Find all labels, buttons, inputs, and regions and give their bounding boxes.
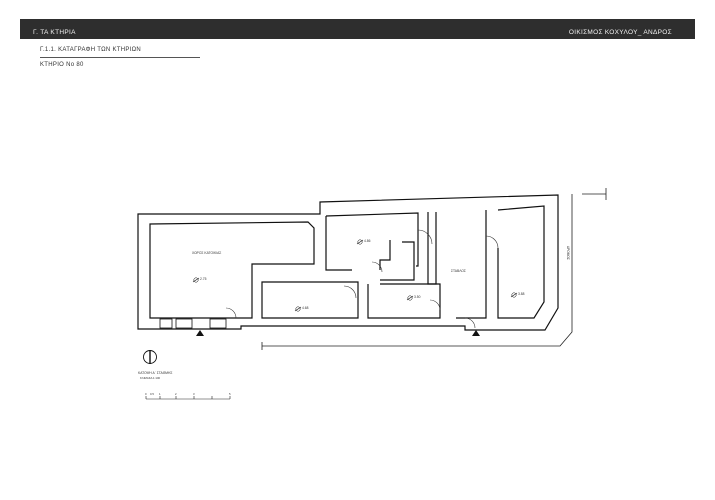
- scale-label-4: 3: [193, 392, 195, 396]
- scale-label-0: 0: [145, 392, 147, 396]
- room-upper-mid-level: 4.86: [364, 239, 371, 243]
- scale-label-3: 2: [175, 392, 177, 396]
- room-lower-mid-level: 4.68: [302, 306, 309, 310]
- basement-level: 2.75: [200, 277, 207, 281]
- basement-level-mark: 2.75: [192, 277, 207, 283]
- plan-caption-scale: ΚΛΙΜΑΚΑ 1:100: [140, 376, 161, 380]
- header-left-title: Γ. ΤΑ ΚΤΗΡΙΑ: [33, 29, 76, 36]
- scale-label-5: 5: [229, 392, 231, 396]
- room-right-level: 3.88: [518, 292, 525, 296]
- outer-walls: [137, 194, 559, 331]
- header-right-title: ΟΙΚΙΣΜΟΣ ΚΟΧΥΛΟΥ_ ΑΝΔΡΟΣ: [568, 29, 672, 36]
- door-swings: [225, 229, 499, 329]
- scale-bar: [145, 396, 231, 400]
- room-lower-mid-level-mark: 4.68: [294, 306, 309, 312]
- scale-bar-labels: 0 0.5 1 2 3 5: [145, 392, 231, 396]
- room-right-level-mark: 3.88: [510, 292, 525, 298]
- road-lines: [261, 188, 607, 350]
- title-divider: [40, 57, 200, 58]
- building-title: ΚΤΗΡΙΟ Νο 80: [40, 62, 84, 68]
- entrance-arrows: [196, 330, 480, 336]
- scale-label-1: 0.5: [150, 392, 154, 396]
- windows: [159, 318, 227, 329]
- room-upper-mid-level-mark: 4.86: [356, 239, 371, 245]
- plan-caption-title: ΚΑΤΟΨΗ Α΄ ΣΤΑΘΜΗΣ: [138, 371, 172, 375]
- road-label: ΔΡΟΜΟΣ: [566, 246, 570, 260]
- basement-label: ΧΩΡΟΣ ΚΑΤΟΙΚΙΑΣ: [192, 251, 221, 255]
- entrance-arrow-right: [472, 330, 480, 336]
- room-lower-right-level: 3.50: [414, 295, 421, 299]
- section-title: Γ.1.1. ΚΑΤΑΓΡΑΦΗ ΤΩΝ ΚΤΗΡΙΩΝ: [40, 47, 142, 53]
- inner-walls: [261, 205, 545, 319]
- scale-label-2: 1: [159, 392, 161, 396]
- entrance-arrow-left: [196, 330, 204, 336]
- stable-label: ΣΤΑΒΛΟΣ: [451, 269, 466, 273]
- header-bar: Γ. ΤΑ ΚΤΗΡΙΑ ΟΙΚΙΣΜΟΣ ΚΟΧΥΛΟΥ_ ΑΝΔΡΟΣ: [20, 19, 695, 39]
- room-lower-right-level-mark: 3.50: [406, 295, 421, 301]
- north-arrow-icon: [143, 350, 157, 364]
